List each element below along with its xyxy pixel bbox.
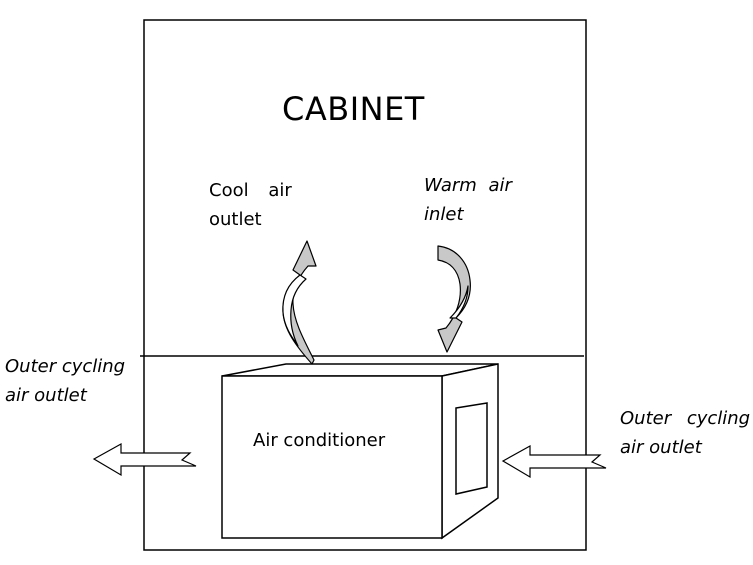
outer-cycling-left-line2: air outlet bbox=[5, 385, 87, 406]
outer-cycling-right-label: Outer cycling air outlet bbox=[620, 404, 750, 462]
warm-air-inlet-label: Warm air inlet bbox=[424, 171, 512, 229]
air-conditioner-label: Air conditioner bbox=[253, 430, 386, 451]
outer-cycling-left-label: Outer cycling air outlet bbox=[5, 352, 125, 410]
warm-air-arrow-icon bbox=[437, 245, 471, 353]
ac-vent-panel bbox=[455, 402, 488, 495]
outer-cycling-right-line1: Outer cycling bbox=[620, 408, 751, 429]
outer-outlet-left-arrow-icon bbox=[92, 442, 197, 477]
air-conditioner-box bbox=[221, 363, 499, 540]
outer-cycling-right-line2: air outlet bbox=[620, 437, 702, 458]
warm-air-inlet-line2: inlet bbox=[424, 204, 464, 225]
outer-cycling-left-line1: Outer cycling bbox=[5, 356, 126, 377]
cool-air-outlet-label: Cool air outlet bbox=[209, 176, 292, 234]
cool-air-outlet-line2: outlet bbox=[209, 209, 262, 230]
warm-air-inlet-line1: Warm air bbox=[424, 175, 512, 196]
cool-air-outlet-line1: Cool air bbox=[209, 180, 292, 201]
cabinet-title: CABINET bbox=[282, 90, 425, 128]
cabinet-outline bbox=[143, 19, 587, 551]
outer-outlet-right-arrow-icon bbox=[501, 444, 607, 479]
cool-air-arrow-icon bbox=[282, 240, 317, 365]
ac-box-front bbox=[221, 375, 443, 539]
